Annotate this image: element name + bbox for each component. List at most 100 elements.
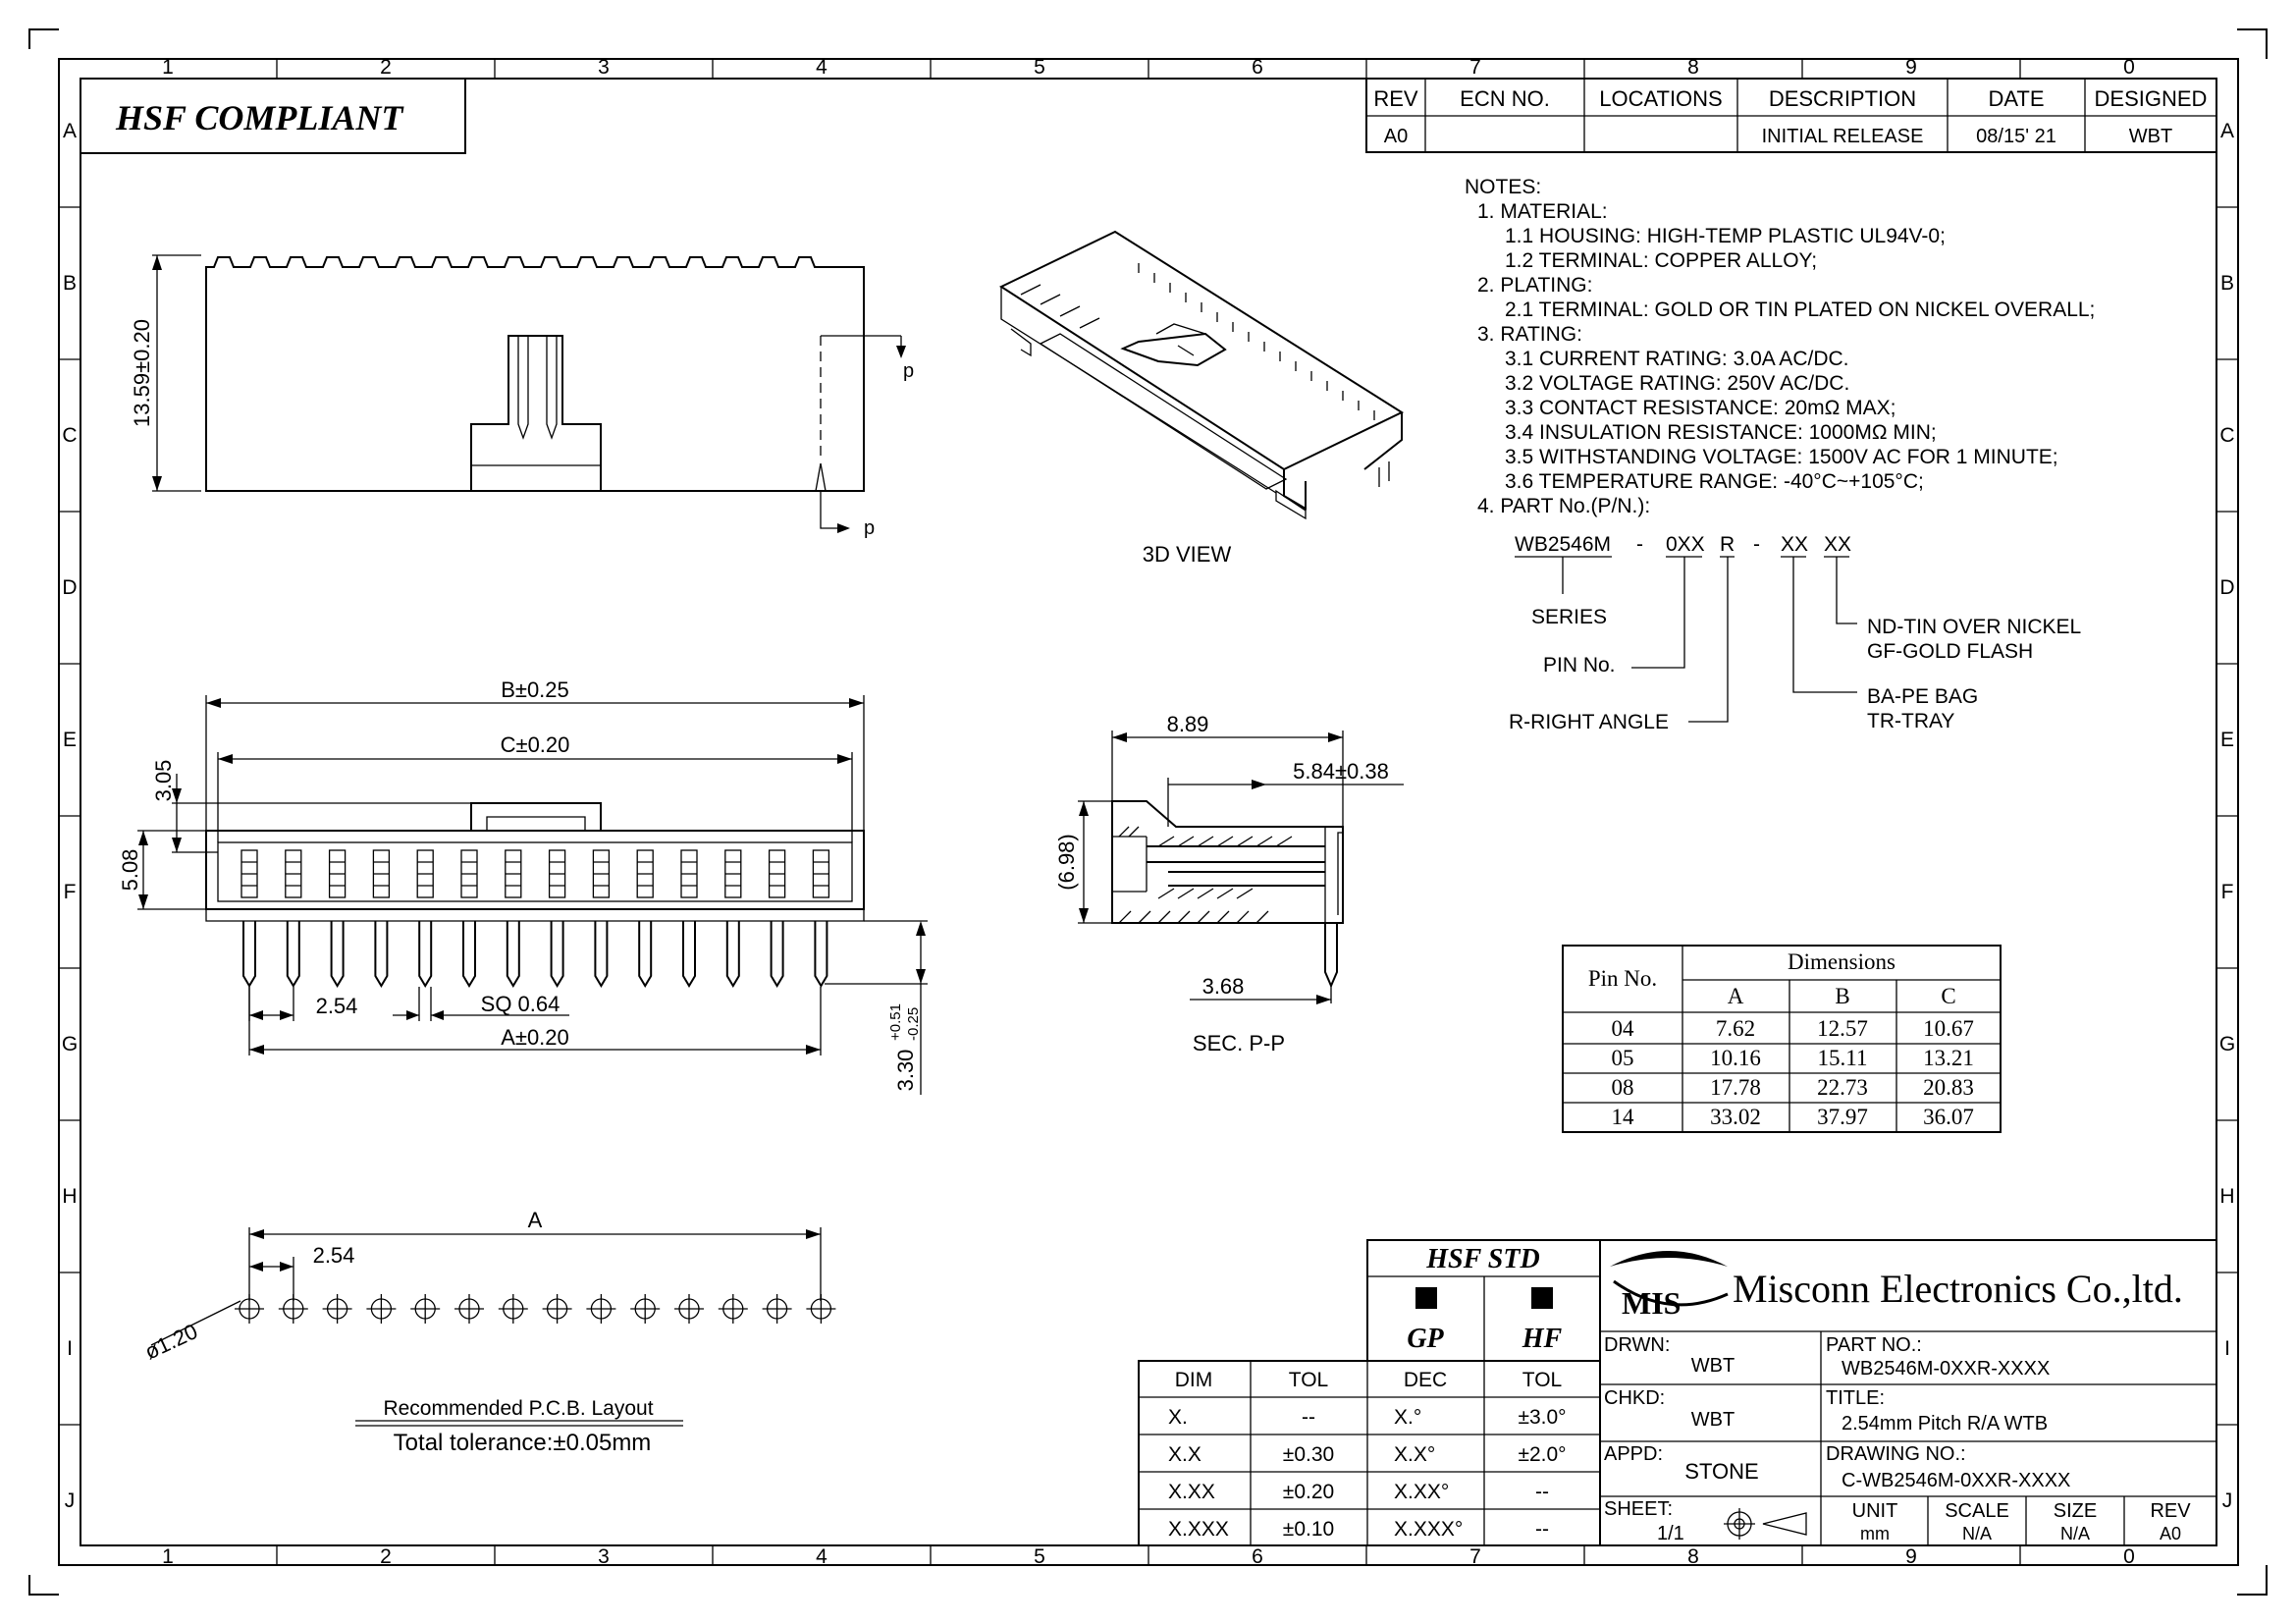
rev-value-rev: A0 (1384, 126, 1408, 147)
row-label-f-right: F (2221, 881, 2234, 903)
rev-header-description: DESCRIPTION (1769, 86, 1916, 111)
sheet-label: SHEET: (1604, 1498, 1673, 1520)
tol-header-dim: DIM (1175, 1369, 1213, 1391)
projection-symbol-icon (1724, 1508, 1807, 1540)
pin (286, 921, 300, 988)
pcb-hole-center (366, 1294, 397, 1324)
rev-value-designed: WBT (2129, 126, 2172, 147)
contact-slot-detail (681, 861, 697, 887)
drawing-label: DRAWING NO.: (1826, 1443, 1966, 1465)
notes: NOTES: 1. MATERIAL: 1.1 HOUSING: HIGH-TE… (1465, 176, 2095, 517)
contact-slot-detail (285, 861, 301, 887)
tolerance-cell: X.° (1394, 1406, 1421, 1429)
dim-table-cell: 14 (1612, 1105, 1635, 1129)
appd-label: APPD: (1604, 1443, 1663, 1465)
col-label-1: 1 (162, 56, 174, 79)
pn-angle-code: R (1720, 533, 1735, 556)
contact-slot-detail (241, 861, 257, 887)
dim-b: B±0.25 (501, 677, 569, 702)
sheet-value: 1/1 (1657, 1523, 1684, 1544)
size-label: SIZE (2054, 1500, 2097, 1522)
hsf-compliant-box (80, 78, 466, 154)
rev-header-locations: LOCATIONS (1599, 86, 1723, 111)
tolerance-cell: -- (1535, 1481, 1549, 1503)
row-label-g-right: G (2219, 1033, 2235, 1056)
col-label-2: 2 (380, 56, 392, 79)
part-label: PART NO.: (1826, 1334, 1922, 1356)
contact-slot-detail (637, 861, 654, 887)
front-contact-slots (240, 849, 830, 898)
rev-label: REV (2150, 1500, 2191, 1522)
tolerance-cell: X.XX (1168, 1481, 1215, 1503)
col-label-5b: 5 (1034, 1545, 1045, 1568)
side-view: p p 13.59±0.20 (130, 254, 914, 539)
pcb-dim-hole: ø1.20 (141, 1319, 202, 1364)
tol-header-tol: TOL (1289, 1369, 1328, 1391)
dim-height-side: 13.59±0.20 (130, 319, 154, 427)
pin (462, 921, 476, 988)
hsf-compliant-text: HSF COMPLIANT (115, 98, 404, 137)
dim-table-cell: 13.21 (1923, 1046, 1974, 1070)
pcb-hole-center (630, 1294, 661, 1324)
dim-305: 3.05 (151, 760, 176, 802)
part-number-breakdown: WB2546M - 0XX R - XX XX SERIES PIN No. R… (1509, 533, 2081, 733)
grid-row-labels: A B C D E F G H I J A B C D E F G H I J (62, 120, 2235, 1512)
col-label-0: 0 (2123, 56, 2135, 79)
dim-tail: 3.30 (893, 1050, 918, 1092)
notes-line: 3.2 VOLTAGE RATING: 250V AC/DC. (1505, 372, 1849, 395)
pcb-hole-center (542, 1294, 572, 1324)
mis-logo: MIS (1610, 1251, 1729, 1321)
drwn-value: WBT (1691, 1355, 1735, 1377)
pcb-tolerance: Total tolerance:±0.05mm (394, 1430, 652, 1456)
dim-table-cell: 17.78 (1710, 1075, 1761, 1100)
col-label-6: 6 (1252, 56, 1263, 79)
section-mark-p-bottom: p (864, 517, 875, 539)
dim-table-col-c: C (1941, 984, 1955, 1008)
col-label-9b: 9 (1905, 1545, 1917, 1568)
title-value: 2.54mm Pitch R/A WTB (1842, 1413, 2048, 1435)
pcb-hole-center (454, 1294, 484, 1324)
dim-table-cell: 12.57 (1817, 1016, 1868, 1041)
hf-square-icon (1531, 1287, 1553, 1309)
title-block: MIS Misconn Electronics Co.,ltd. DRWN: W… (1599, 1239, 2217, 1546)
tolerance-cell: X. (1168, 1406, 1188, 1429)
pcb-hole-center (586, 1294, 616, 1324)
section-view: 8.89 5.84±0.38 (6.98) 3.68 SEC. P-P (1054, 712, 1404, 1056)
contact-slot-detail (505, 861, 521, 887)
3d-view-label: 3D VIEW (1143, 542, 1232, 567)
tolerance-cell: X.X° (1394, 1443, 1435, 1466)
dim-table-cell: 08 (1612, 1075, 1634, 1100)
row-label-a: A (63, 120, 77, 142)
contact-slot-detail (373, 861, 390, 887)
pcb-title: Recommended P.C.B. Layout (383, 1397, 653, 1420)
pcb-holes (235, 1294, 836, 1324)
col-label-2b: 2 (380, 1545, 392, 1568)
row-label-e: E (63, 729, 77, 751)
dim-table-cell: 20.83 (1923, 1075, 1974, 1100)
row-label-c-right: C (2219, 424, 2234, 447)
col-label-8b: 8 (1687, 1545, 1699, 1568)
dim-table-cell: 10.67 (1923, 1016, 1974, 1041)
pn-dash-2: - (1753, 533, 1760, 556)
pcb-dim-a: A (528, 1208, 543, 1232)
col-label-0b: 0 (2123, 1545, 2135, 1568)
dim-section-889: 8.89 (1167, 712, 1209, 736)
pin (374, 921, 389, 988)
front-pins (242, 921, 828, 988)
dim-table-cell: 37.97 (1817, 1105, 1868, 1129)
pin (418, 921, 433, 988)
row-label-j: J (65, 1489, 76, 1512)
notes-line: 4. PART No.(P/N.): (1477, 495, 1650, 517)
tolerance-cell: -- (1535, 1518, 1549, 1541)
section-label: SEC. P-P (1193, 1031, 1285, 1056)
notes-line: 3.4 INSULATION RESISTANCE: 1000MΩ MIN; (1505, 421, 1937, 444)
row-label-g: G (62, 1033, 78, 1056)
pin (242, 921, 256, 988)
dim-tail-plus: +0.51 (887, 1003, 904, 1041)
col-label-4: 4 (816, 56, 828, 79)
pn-right-angle-label: R-RIGHT ANGLE (1509, 711, 1669, 733)
drawing-value: C-WB2546M-0XXR-XXXX (1842, 1470, 2070, 1491)
dim-a: A±0.20 (501, 1025, 569, 1050)
size-value: N/A (2060, 1524, 2090, 1543)
